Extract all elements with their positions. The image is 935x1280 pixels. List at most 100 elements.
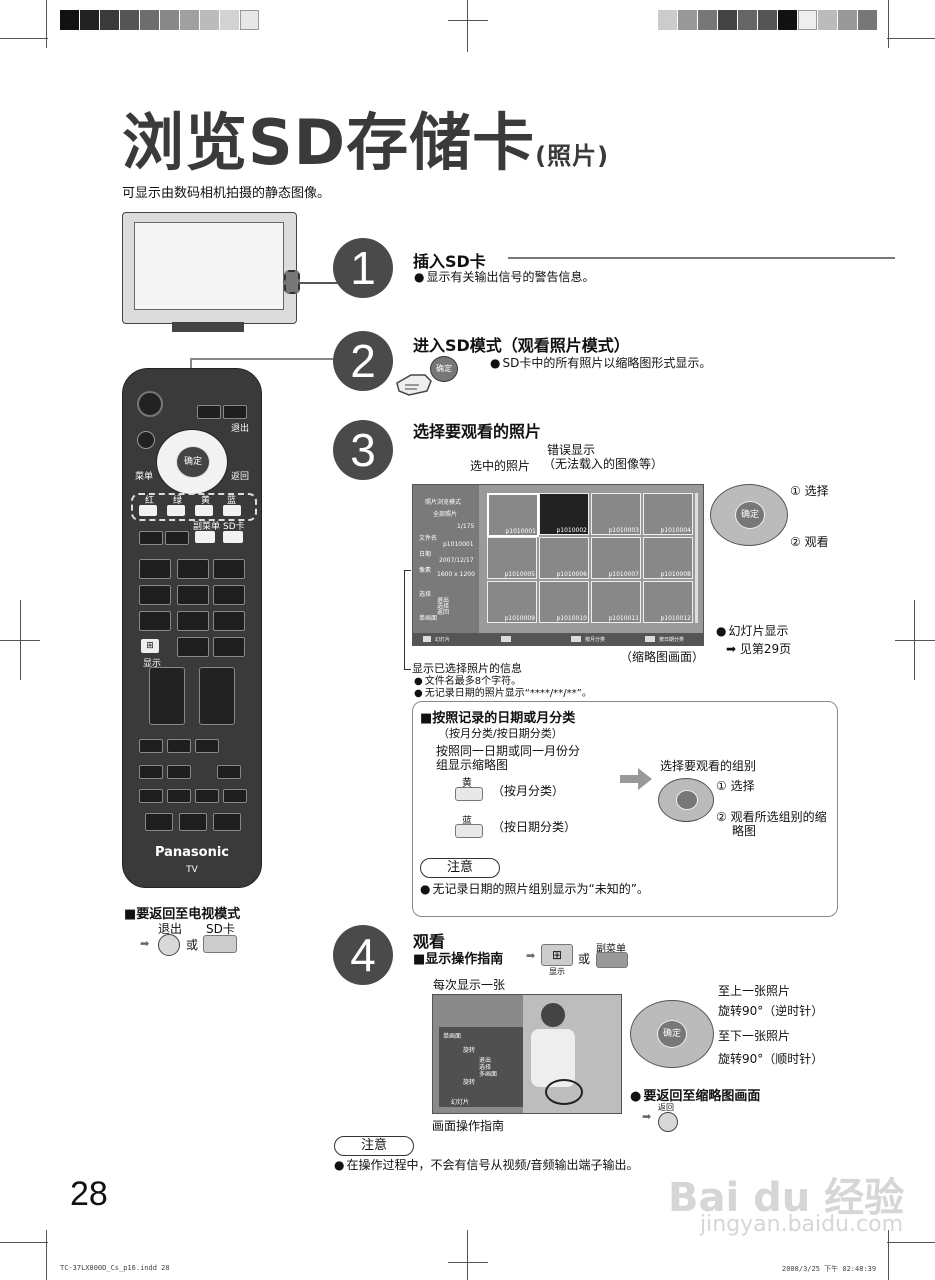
remote-number-key[interactable]: [139, 611, 171, 631]
remote-volume-rocker[interactable]: [149, 667, 185, 725]
dpad-ok-label: 确定: [740, 510, 759, 520]
dpad-ok-button[interactable]: 确定: [735, 501, 765, 529]
guide-overlay: 单画面 旋转 退出 选择 多画面 旋转 幻灯片: [439, 1027, 523, 1107]
ok-button-step2[interactable]: 确定: [430, 356, 458, 382]
photo-view: 单画面 旋转 退出 选择 多画面 旋转 幻灯片: [432, 994, 622, 1114]
remote-number-key[interactable]: [213, 637, 245, 657]
remote-key[interactable]: [139, 531, 163, 545]
remote-submenu-label: 副菜单: [193, 522, 221, 532]
remote-key[interactable]: [223, 405, 247, 419]
blue-text: （按日期分类）: [492, 820, 577, 834]
step-2-title: 进入SD模式（观看照片模式）: [413, 336, 630, 355]
remote-key[interactable]: [195, 739, 219, 753]
remote-key[interactable]: [223, 789, 247, 803]
bar-month: 按月分类: [585, 637, 606, 643]
sd-card-button[interactable]: [203, 935, 237, 953]
remote-dpad[interactable]: 确定: [156, 429, 228, 495]
power-button[interactable]: [137, 391, 163, 417]
remote-number-key[interactable]: [177, 637, 209, 657]
info-line-1: 文件名最多8个字符。: [414, 672, 521, 687]
remote-ok-button[interactable]: 确定: [176, 446, 210, 478]
label-selected-photo: 选中的照片: [470, 459, 531, 473]
thumbnail[interactable]: p1010010: [539, 581, 589, 623]
remote-key[interactable]: [167, 789, 191, 803]
thumbnail-error[interactable]: p1010002: [539, 493, 589, 535]
page-number: 28: [70, 1175, 108, 1213]
remote-number-key[interactable]: [139, 585, 171, 605]
remote-key[interactable]: [217, 765, 241, 779]
panel-guide-pick: 选择: [437, 603, 450, 610]
remote-number-key[interactable]: [177, 559, 209, 579]
panel-date: 2007/12/17: [439, 557, 474, 564]
remote-number-key[interactable]: [213, 559, 245, 579]
remote-key[interactable]: [213, 813, 241, 831]
remote-red-button[interactable]: [139, 505, 157, 516]
remote-number-key[interactable]: [177, 611, 209, 631]
remote-blue-button[interactable]: [223, 505, 241, 516]
yellow-key-label: 黄: [462, 778, 472, 789]
yellow-button[interactable]: [455, 787, 483, 801]
page-title: 浏览SD存储卡(照片): [122, 92, 609, 182]
submenu-button[interactable]: [596, 952, 628, 968]
back-button[interactable]: [658, 1112, 678, 1132]
thumbnail[interactable]: p1010005: [487, 537, 537, 579]
exit-button[interactable]: [158, 934, 180, 956]
thumbnail[interactable]: p1010003: [591, 493, 641, 535]
next-photo-label: 至下一张照片: [718, 1029, 791, 1043]
remote-key[interactable]: [139, 739, 163, 753]
arrow-right-icon: ➡: [140, 937, 150, 950]
remote-key[interactable]: [165, 531, 189, 545]
remote-key[interactable]: [179, 813, 207, 831]
sd-slot-line: [298, 282, 343, 284]
panel-filename-label: 文件名: [419, 535, 438, 542]
display-button[interactable]: ⊞: [541, 944, 573, 966]
thumbnail[interactable]: p1010007: [591, 537, 641, 579]
view-dpad-ok[interactable]: 确定: [657, 1020, 687, 1048]
remote-yellow-button[interactable]: [195, 505, 213, 516]
arrow-right-icon: ➡: [526, 949, 536, 962]
thumbnail[interactable]: p1010006: [539, 537, 589, 579]
info-bracket: [404, 570, 411, 670]
dpad-control[interactable]: 确定: [710, 484, 788, 546]
sort-view-label-1: ② 观看所选组别的缩: [716, 810, 827, 824]
remote-sd-button[interactable]: [223, 531, 243, 543]
remote-green-button[interactable]: [167, 505, 185, 516]
thumbnail[interactable]: p1010012: [643, 581, 693, 623]
thumbnail[interactable]: p1010008: [643, 537, 693, 579]
remote-key[interactable]: [197, 405, 221, 419]
remote-key[interactable]: [167, 739, 191, 753]
thumbnail-label: p1010012: [660, 615, 691, 622]
thumbnail-label: p1010011: [608, 615, 639, 622]
remote-key[interactable]: [195, 789, 219, 803]
remote-key[interactable]: [139, 789, 163, 803]
view-dpad[interactable]: 确定: [630, 1000, 714, 1068]
remote-number-key[interactable]: [213, 585, 245, 605]
thumbnail[interactable]: p1010009: [487, 581, 537, 623]
thumbnail-label: p1010010: [556, 615, 587, 622]
input-button[interactable]: [137, 431, 155, 449]
screen-scrollbar[interactable]: [695, 493, 698, 623]
sort-dpad-ok[interactable]: [676, 790, 698, 810]
step-4-title: 观看: [413, 932, 446, 951]
sort-dpad[interactable]: [658, 778, 714, 822]
submenu-button-label: 副菜单: [596, 944, 626, 955]
page-subtitle: 可显示由数码相机拍摄的静态图像。: [122, 186, 331, 201]
remote-key[interactable]: [145, 813, 173, 831]
remote-number-key[interactable]: [177, 585, 209, 605]
step-1-note: 显示有关输出信号的警告信息。: [414, 268, 594, 285]
thumbnail[interactable]: p1010011: [591, 581, 641, 623]
guide-heading: ■显示操作指南: [413, 952, 504, 967]
thumbnail[interactable]: p1010004: [643, 493, 693, 535]
step-2-number: 2: [333, 331, 393, 391]
remote-number-key[interactable]: [213, 611, 245, 631]
blue-button[interactable]: [455, 824, 483, 838]
remote-display-button[interactable]: ⊞: [141, 639, 159, 653]
thumbnail[interactable]: p1010001: [487, 493, 539, 537]
remote-submenu-button[interactable]: [195, 531, 215, 543]
remote-key[interactable]: [139, 765, 163, 779]
remote-number-key[interactable]: [139, 559, 171, 579]
return-tv-sd-label: SD卡: [206, 922, 235, 936]
remote-key[interactable]: [167, 765, 191, 779]
bar-day: 按日期分类: [659, 637, 685, 643]
remote-channel-rocker[interactable]: [199, 667, 235, 725]
